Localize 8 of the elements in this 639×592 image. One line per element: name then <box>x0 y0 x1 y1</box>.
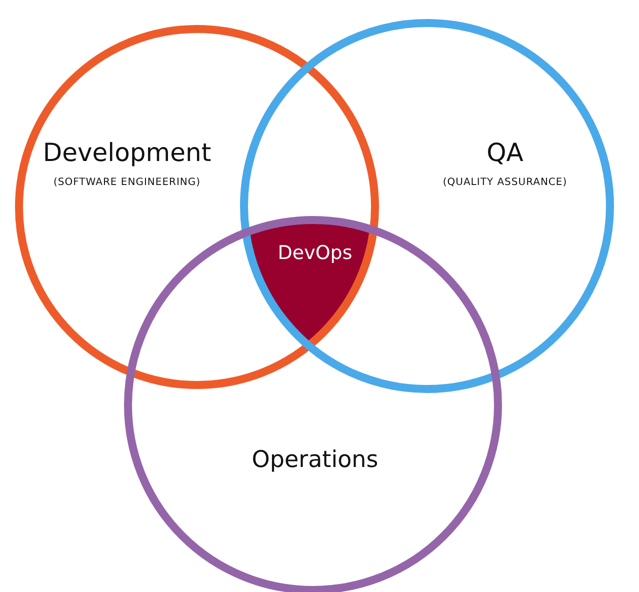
overlap-title: DevOps <box>278 242 352 264</box>
circle-title: QA <box>486 138 524 167</box>
venn-circle <box>240 19 614 393</box>
circle-subtitle: (QUALITY ASSURANCE) <box>442 177 568 188</box>
venn-circle <box>15 25 379 389</box>
circle-subtitle: (SOFTWARE ENGINEERING) <box>53 177 201 188</box>
circle-title: Development <box>42 138 212 167</box>
circle-title: Operations <box>252 447 378 473</box>
